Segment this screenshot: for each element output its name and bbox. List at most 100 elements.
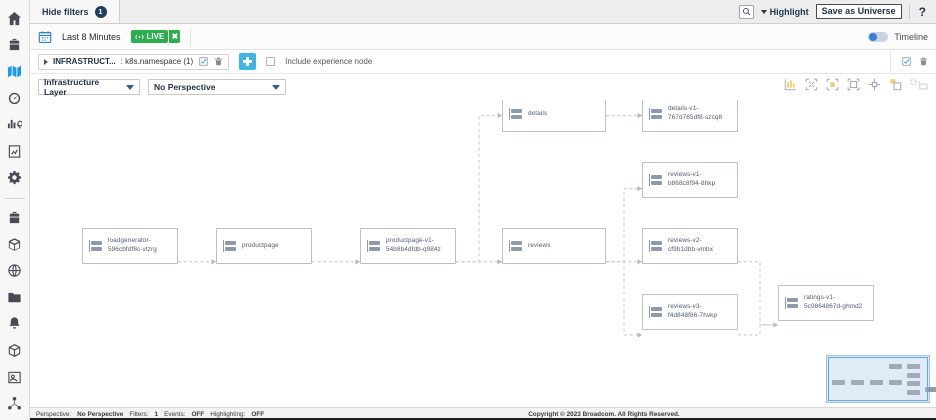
filter-chip-infrastructure[interactable]: INFRASTRUCT... : k8s.namespace (1) [38,53,230,70]
filter-chip-prefix: INFRASTRUCT... [53,57,116,66]
graph-node-reviews-v3[interactable]: reviews-v3- f4d848f86-7hvkp [642,294,738,330]
server-stack-icon [649,239,663,253]
perspective-label: No Perspective [154,82,216,92]
header-divider [908,4,910,19]
graph-node-label: reviews [528,241,551,249]
time-range-label: Last 8 Minutes [62,31,121,42]
status-filters-value: 1 [154,410,159,418]
graph-node-ratings-v1[interactable]: ratings-v1- 5c9864867d-ghmd2 [778,285,874,321]
include-experience-node-checkbox[interactable] [266,57,276,66]
plus-icon [239,53,257,70]
graph-node-label: productpage [242,241,279,249]
include-experience-node-label: Include experience node [285,57,373,66]
user-card-icon[interactable] [4,367,26,388]
dashboard-icon[interactable] [4,88,26,109]
bottom-rule [30,418,936,420]
graph-node-label: ratings-v1- 5c9864867d-ghmd2 [804,294,863,310]
hide-filters-tab[interactable]: Hide filters 1 [30,0,120,23]
header-actions: Highlight Save as Universe ? [738,0,936,23]
rail-divider [4,198,25,200]
graph-minimap[interactable] [826,355,936,403]
graph-node-productpage[interactable]: productpage [216,228,312,264]
topology-edges [178,112,778,338]
briefcase-icon[interactable] [4,35,26,56]
graph-node-label: reviews-v2- cf9b1dbb-vmbx [668,237,713,253]
checkbox-checked-icon-right[interactable] [901,57,911,67]
add-filter-button[interactable] [239,53,257,70]
graph-node-loadgenerator[interactable]: loadgenerator- 596cbfdf8c-vtzrg [82,228,178,264]
help-icon[interactable]: ? [918,4,926,19]
graph-node-reviews-v1[interactable]: reviews-v1- b868c8f94-8hkp [642,162,738,198]
graph-node-details-v1[interactable]: details-v1- 767d765df8-szcq8 [642,100,738,132]
filter-chip-suffix: : k8s.namespace (1) [120,57,194,66]
analytics-search-icon[interactable] [4,114,26,135]
status-events-value: OFF [191,410,205,418]
minimap-node [889,364,902,369]
perspective-select[interactable]: No Perspective [148,79,286,95]
edge-layout-icon[interactable] [910,78,928,91]
status-perspective-value: No Perspective [77,410,124,418]
live-close-icon[interactable]: ✖ [168,30,181,43]
server-stack-icon [223,239,237,253]
box-3d-icon[interactable] [4,340,26,361]
search-icon[interactable] [738,4,754,19]
chevron-down-icon [126,84,134,90]
edge-reviews-v2-ratings-v1 [738,261,778,326]
time-range-bar: Last 8 Minutes LIVE ✖ Timeline [30,24,936,50]
folder-icon[interactable] [4,287,26,308]
chart-overlay-icon[interactable] [784,78,797,91]
expand-selection-icon[interactable] [826,78,839,91]
gear-plus-icon[interactable] [4,168,26,189]
home-icon[interactable] [4,8,26,29]
minimap-node [870,380,883,385]
bell-icon[interactable] [4,314,26,335]
trash-icon[interactable] [213,57,223,67]
timeline-toggle[interactable] [868,31,889,42]
server-stack-icon [785,296,799,310]
collapse-all-icon[interactable] [805,78,818,91]
calendar-icon[interactable] [38,30,52,43]
graph-node-details[interactable]: details [502,100,606,132]
left-nav-rail [0,0,30,420]
fit-to-screen-icon[interactable] [847,78,860,91]
checkbox-checked-icon[interactable] [198,57,208,67]
status-highlighting-value: OFF [251,410,265,418]
chevron-down-icon [272,84,280,90]
graph-node-label: reviews-v1- b868c8f94-8hkp [668,171,716,187]
trash-icon-right[interactable] [918,57,928,67]
server-stack-icon [509,239,523,253]
minimap-node [851,380,864,385]
group-nodes-icon[interactable] [889,78,902,91]
server-stack-icon [649,107,663,121]
save-as-universe-button[interactable]: Save as Universe [815,3,902,20]
filter-bar-actions [890,50,928,73]
cube-icon[interactable] [4,234,26,255]
hide-filters-label: Hide filters [42,6,89,17]
highlight-label: Highlight [769,6,809,17]
graph-node-productpage-v1[interactable]: productpage-v1- 54b8b4dfdb-q984z [360,228,456,264]
document-chart-icon[interactable] [4,141,26,162]
map-icon[interactable] [4,61,26,82]
graph-node-label: loadgenerator- 596cbfdf8c-vtzrg [108,237,157,253]
topology-icon[interactable] [4,393,26,414]
globe-icon[interactable] [4,260,26,281]
infrastructure-layer-select[interactable]: Infrastructure Layer [38,77,140,97]
server-stack-icon [509,107,523,121]
hierarchy-layout-icon[interactable] [868,78,881,91]
topology-canvas[interactable]: loadgenerator- 596cbfdf8c-vtzrg productpa… [30,100,936,407]
minimap-node [907,381,920,386]
status-copyright: Copyright © 2023 Broadcom. All Rights Re… [528,410,680,418]
selector-row: Infrastructure Layer No Perspective [30,74,936,100]
graph-node-reviews[interactable]: reviews [502,228,606,264]
briefcase-alt-icon[interactable] [4,207,26,228]
edge-reviews-reviews-v3 [606,261,642,336]
status-events-key: Events: [164,410,186,418]
live-badge[interactable]: LIVE [130,30,169,43]
minimap-node [907,390,920,395]
graph-toolbar [784,78,928,91]
highlight-dropdown[interactable]: Highlight [760,6,809,17]
graph-node-reviews-v2[interactable]: reviews-v2- cf9b1dbb-vmbx [642,228,738,264]
minimap-viewport[interactable] [828,357,928,401]
header-tabstrip: Hide filters 1 Highlight Save as Univers… [30,0,936,24]
